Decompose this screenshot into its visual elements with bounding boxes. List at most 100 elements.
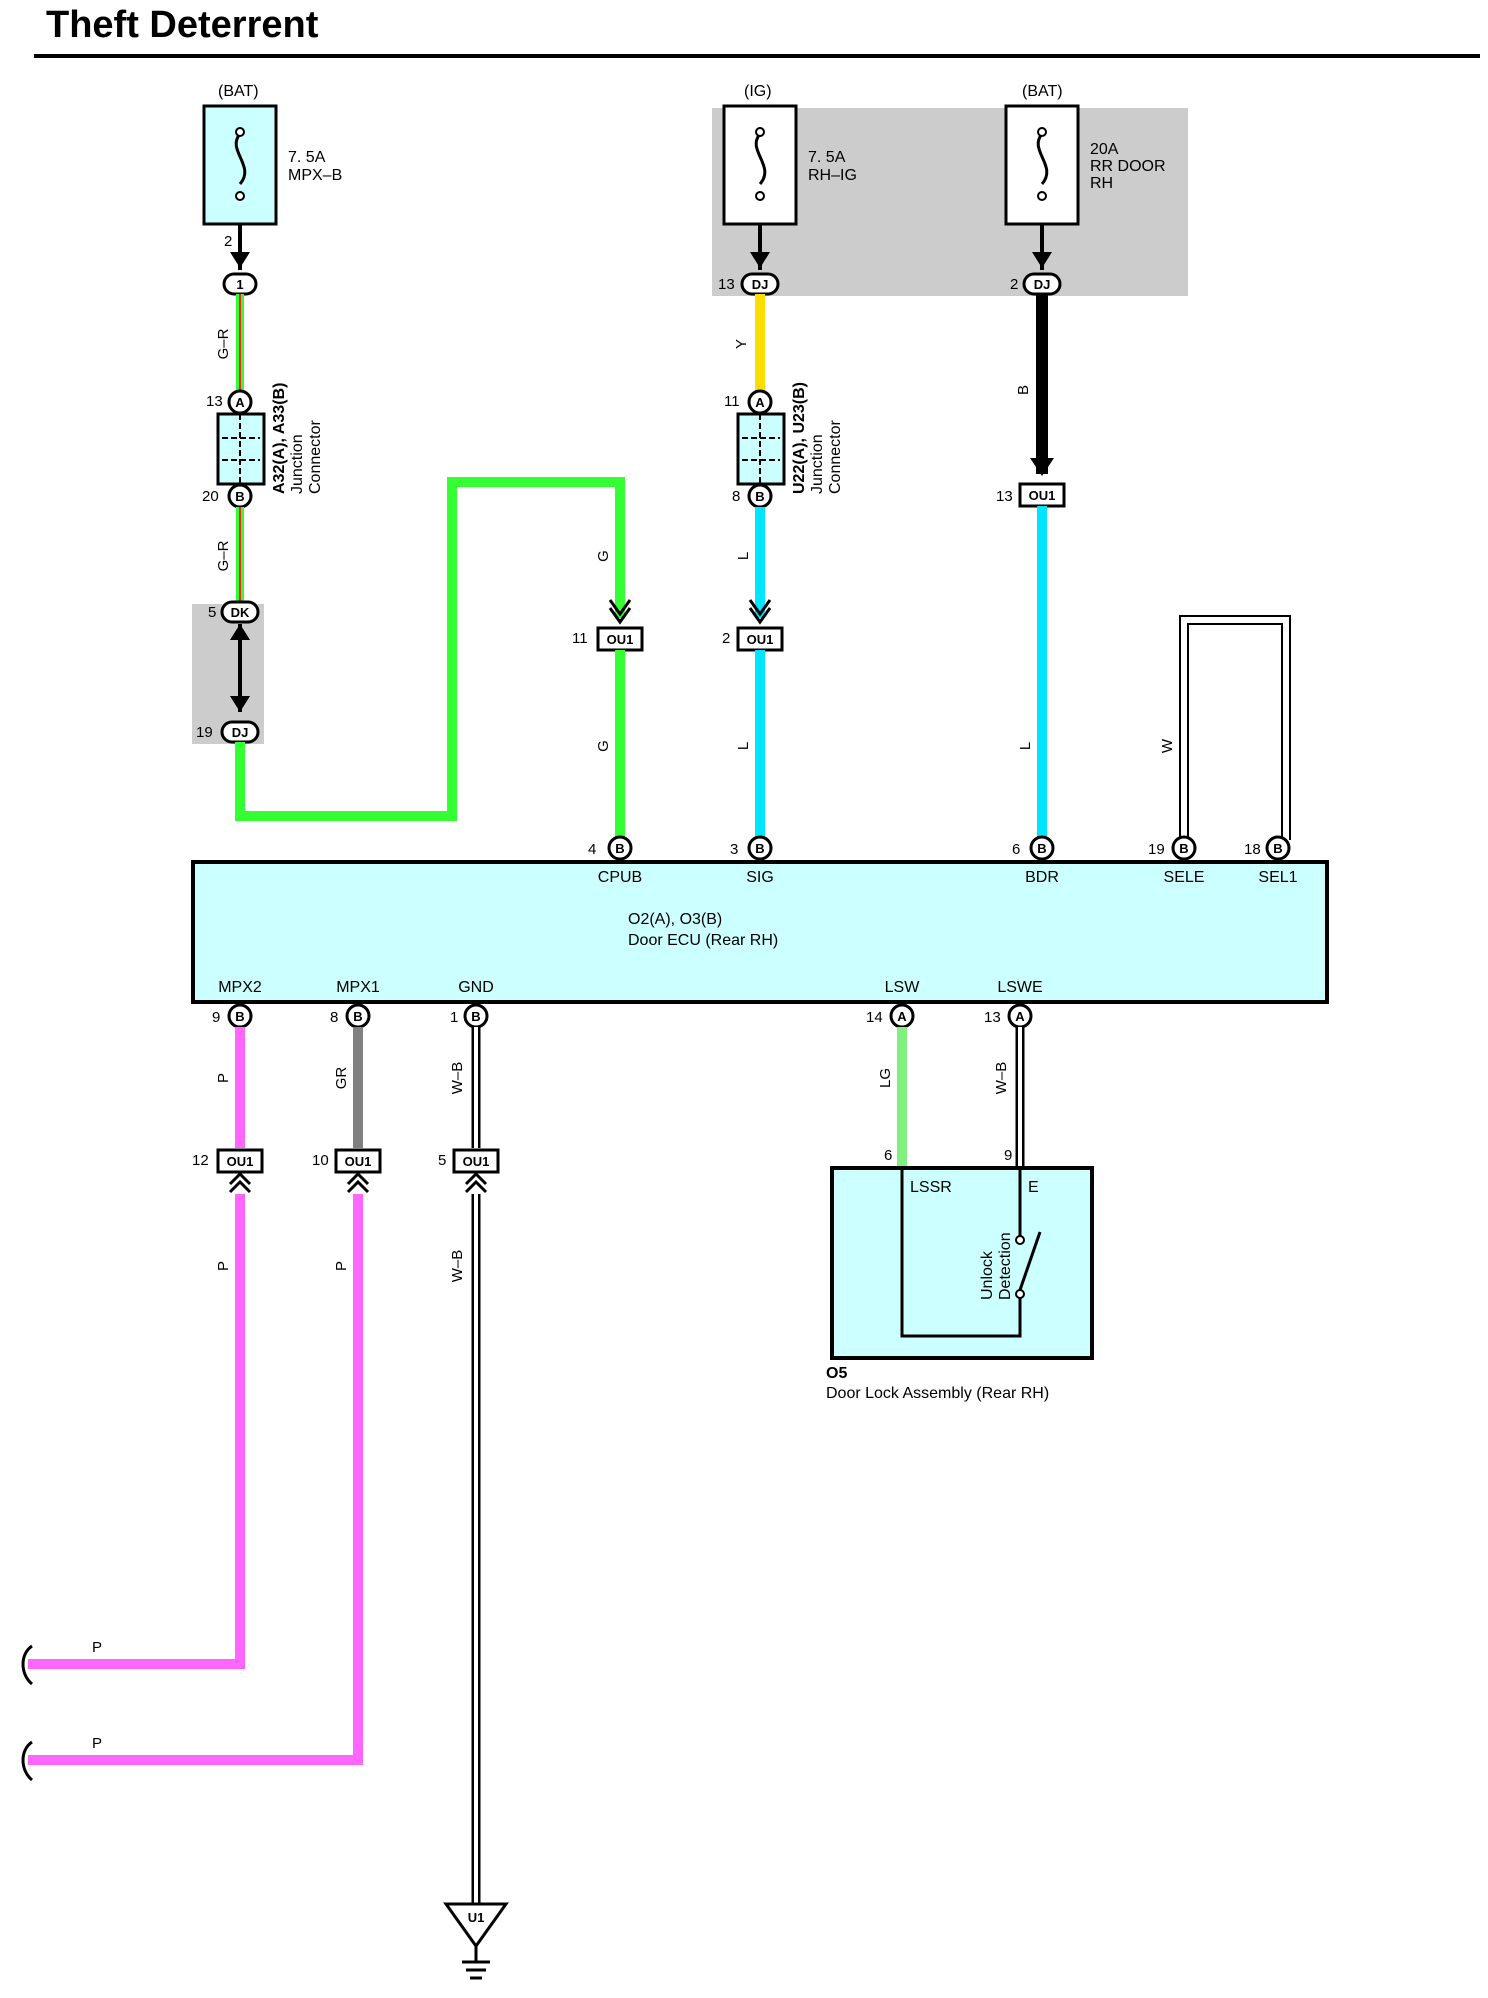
- mpxb-pin: 2: [224, 233, 232, 250]
- ou-cpub-code: OU1: [607, 632, 634, 647]
- ecu-bottom-pin: LSWE 13 A: [984, 979, 1043, 1029]
- jc-mid-sub2: Connector: [827, 420, 844, 494]
- mpxb-fuse-box: [202, 104, 278, 226]
- switch-label1: Unlock: [979, 1250, 996, 1300]
- dj-pin: 19: [196, 724, 213, 741]
- wire-label-l1: L: [735, 552, 752, 560]
- chevron-up-icon: [228, 1179, 252, 1194]
- ecu-pin-code: B: [615, 841, 624, 856]
- ecu-pin-num: 18: [1244, 841, 1261, 858]
- ecu-pin-terminal: [747, 835, 773, 861]
- wire-break-icon: [21, 1740, 34, 1782]
- rrdoor-fuse-box: [1004, 104, 1080, 226]
- ecu-pin-num: 13: [984, 1009, 1001, 1026]
- fuse-terminal-icon: [1037, 191, 1047, 201]
- ground-code: U1: [468, 1910, 485, 1925]
- jc-mid-title: U22(A), U23(B): [791, 382, 808, 494]
- door-lock-pin-lssr: 6: [884, 1147, 892, 1164]
- rrdoor-name1: RR DOOR: [1090, 158, 1166, 175]
- arrow-down-icon: [230, 252, 250, 268]
- wire-label-gr1: G–R: [215, 328, 232, 359]
- dk-terminal: [220, 600, 260, 624]
- arrow-down-icon: [1030, 458, 1054, 476]
- wire-p-out-1: [28, 1194, 245, 1669]
- ou-p2-pin: 10: [312, 1152, 329, 1169]
- wire-label-p2: P: [333, 1261, 350, 1271]
- ecu-pin-code: B: [1273, 841, 1282, 856]
- fuse-icon: [754, 133, 767, 185]
- wire-label-p5: P: [92, 1735, 102, 1752]
- jc-mid-code-b: B: [755, 489, 764, 504]
- ecu-pin-num: 8: [330, 1009, 338, 1026]
- ecu-top-pin: 18 B SEL1: [1244, 835, 1298, 886]
- chevron-down-icon: [608, 607, 632, 625]
- ecu-top-pin: 19 B SELE: [1148, 835, 1204, 886]
- rrdoor-code: DJ: [1034, 277, 1051, 292]
- wire-g-loop: [235, 477, 625, 821]
- ou-p1-pin: 12: [192, 1152, 209, 1169]
- rhig-pin: 13: [718, 276, 735, 293]
- wire-label-g2: G: [595, 740, 612, 752]
- wire-w-loop: [1181, 617, 1289, 840]
- ecu-pin-signal: LSWE: [997, 979, 1042, 996]
- fuse-icon: [1036, 133, 1049, 185]
- dk-code: DK: [231, 605, 250, 620]
- chevron-up-icon: [346, 1179, 370, 1194]
- ou-bdr-code: OU1: [1029, 488, 1056, 503]
- ground-icon: [443, 1902, 509, 1949]
- rhig-rating: 7. 5A: [808, 149, 846, 166]
- arrow-down-icon: [1032, 252, 1052, 268]
- jc-mid-pin-out: 8: [732, 488, 740, 505]
- wire-label-lg: LG: [877, 1068, 894, 1088]
- mpxb-source: (BAT): [218, 83, 259, 100]
- jc-left-pin-in: 13: [206, 393, 223, 410]
- ecu-pin-code: B: [1179, 841, 1188, 856]
- ou-p2-code: OU1: [345, 1154, 372, 1169]
- ecu-pin-num: 3: [730, 841, 738, 858]
- ecu-pin-code: B: [353, 1009, 362, 1024]
- door-lock-id: O5: [826, 1365, 847, 1382]
- pin-1-label: 1: [236, 277, 243, 292]
- ecu-pin-signal: MPX1: [336, 979, 380, 996]
- ecu-pin-signal: SIG: [746, 869, 774, 886]
- switch-label2: Detection: [997, 1232, 1014, 1300]
- ecu-pin-num: 1: [450, 1009, 458, 1026]
- jc-left-pin-out: 20: [202, 488, 219, 505]
- ou-sig-pin: 2: [722, 630, 730, 647]
- door-lock-sig-e: E: [1028, 1179, 1039, 1196]
- wire-label-p4: P: [92, 1639, 102, 1656]
- dj-code: DJ: [232, 725, 249, 740]
- fuse-terminal-icon: [755, 191, 765, 201]
- chevron-up-icon: [228, 1171, 252, 1186]
- ecu-pin-signal: MPX2: [218, 979, 262, 996]
- ecu-pin-terminal: [1171, 835, 1197, 861]
- ecu-pin-terminal: [1029, 835, 1055, 861]
- ecu-top-pin: 4 B CPUB: [588, 835, 642, 886]
- dk-pin: 5: [208, 604, 216, 621]
- ecu-bottom-pin: GND 1 B: [450, 979, 494, 1029]
- arrow-down-icon: [230, 696, 250, 712]
- switch-icon: [1018, 1231, 1042, 1291]
- ecu-pin-terminal: [1265, 835, 1291, 861]
- ecu-top-pin: 3 B SIG: [730, 835, 774, 886]
- jc-left-sub2: Connector: [307, 420, 324, 494]
- door-lock-internal-wire: [900, 1168, 1022, 1338]
- shaded-connector-region: [192, 604, 264, 744]
- fuse-terminal-icon: [235, 127, 245, 137]
- jc-left-sub1: Junction: [289, 434, 306, 494]
- ecu-name1: O2(A), O3(B): [628, 911, 722, 928]
- ecu-pin-signal: LSW: [885, 979, 921, 996]
- rhig-name: RH–IG: [808, 167, 857, 184]
- door-lock-pin-e: 9: [1004, 1147, 1012, 1164]
- wire-label-y: Y: [733, 339, 750, 349]
- jc-mid-code-a: A: [755, 395, 765, 410]
- fuse-terminal-icon: [755, 127, 765, 137]
- chevron-down-icon: [608, 599, 632, 617]
- rrdoor-name2: RH: [1090, 175, 1113, 192]
- ecu-pin-code: B: [235, 1009, 244, 1024]
- ecu-bottom-pin: MPX2 9 B: [212, 979, 262, 1029]
- jc-mid-sub1: Junction: [809, 434, 826, 494]
- door-ecu-box: [191, 860, 1329, 1004]
- arrow-up-icon: [230, 624, 250, 640]
